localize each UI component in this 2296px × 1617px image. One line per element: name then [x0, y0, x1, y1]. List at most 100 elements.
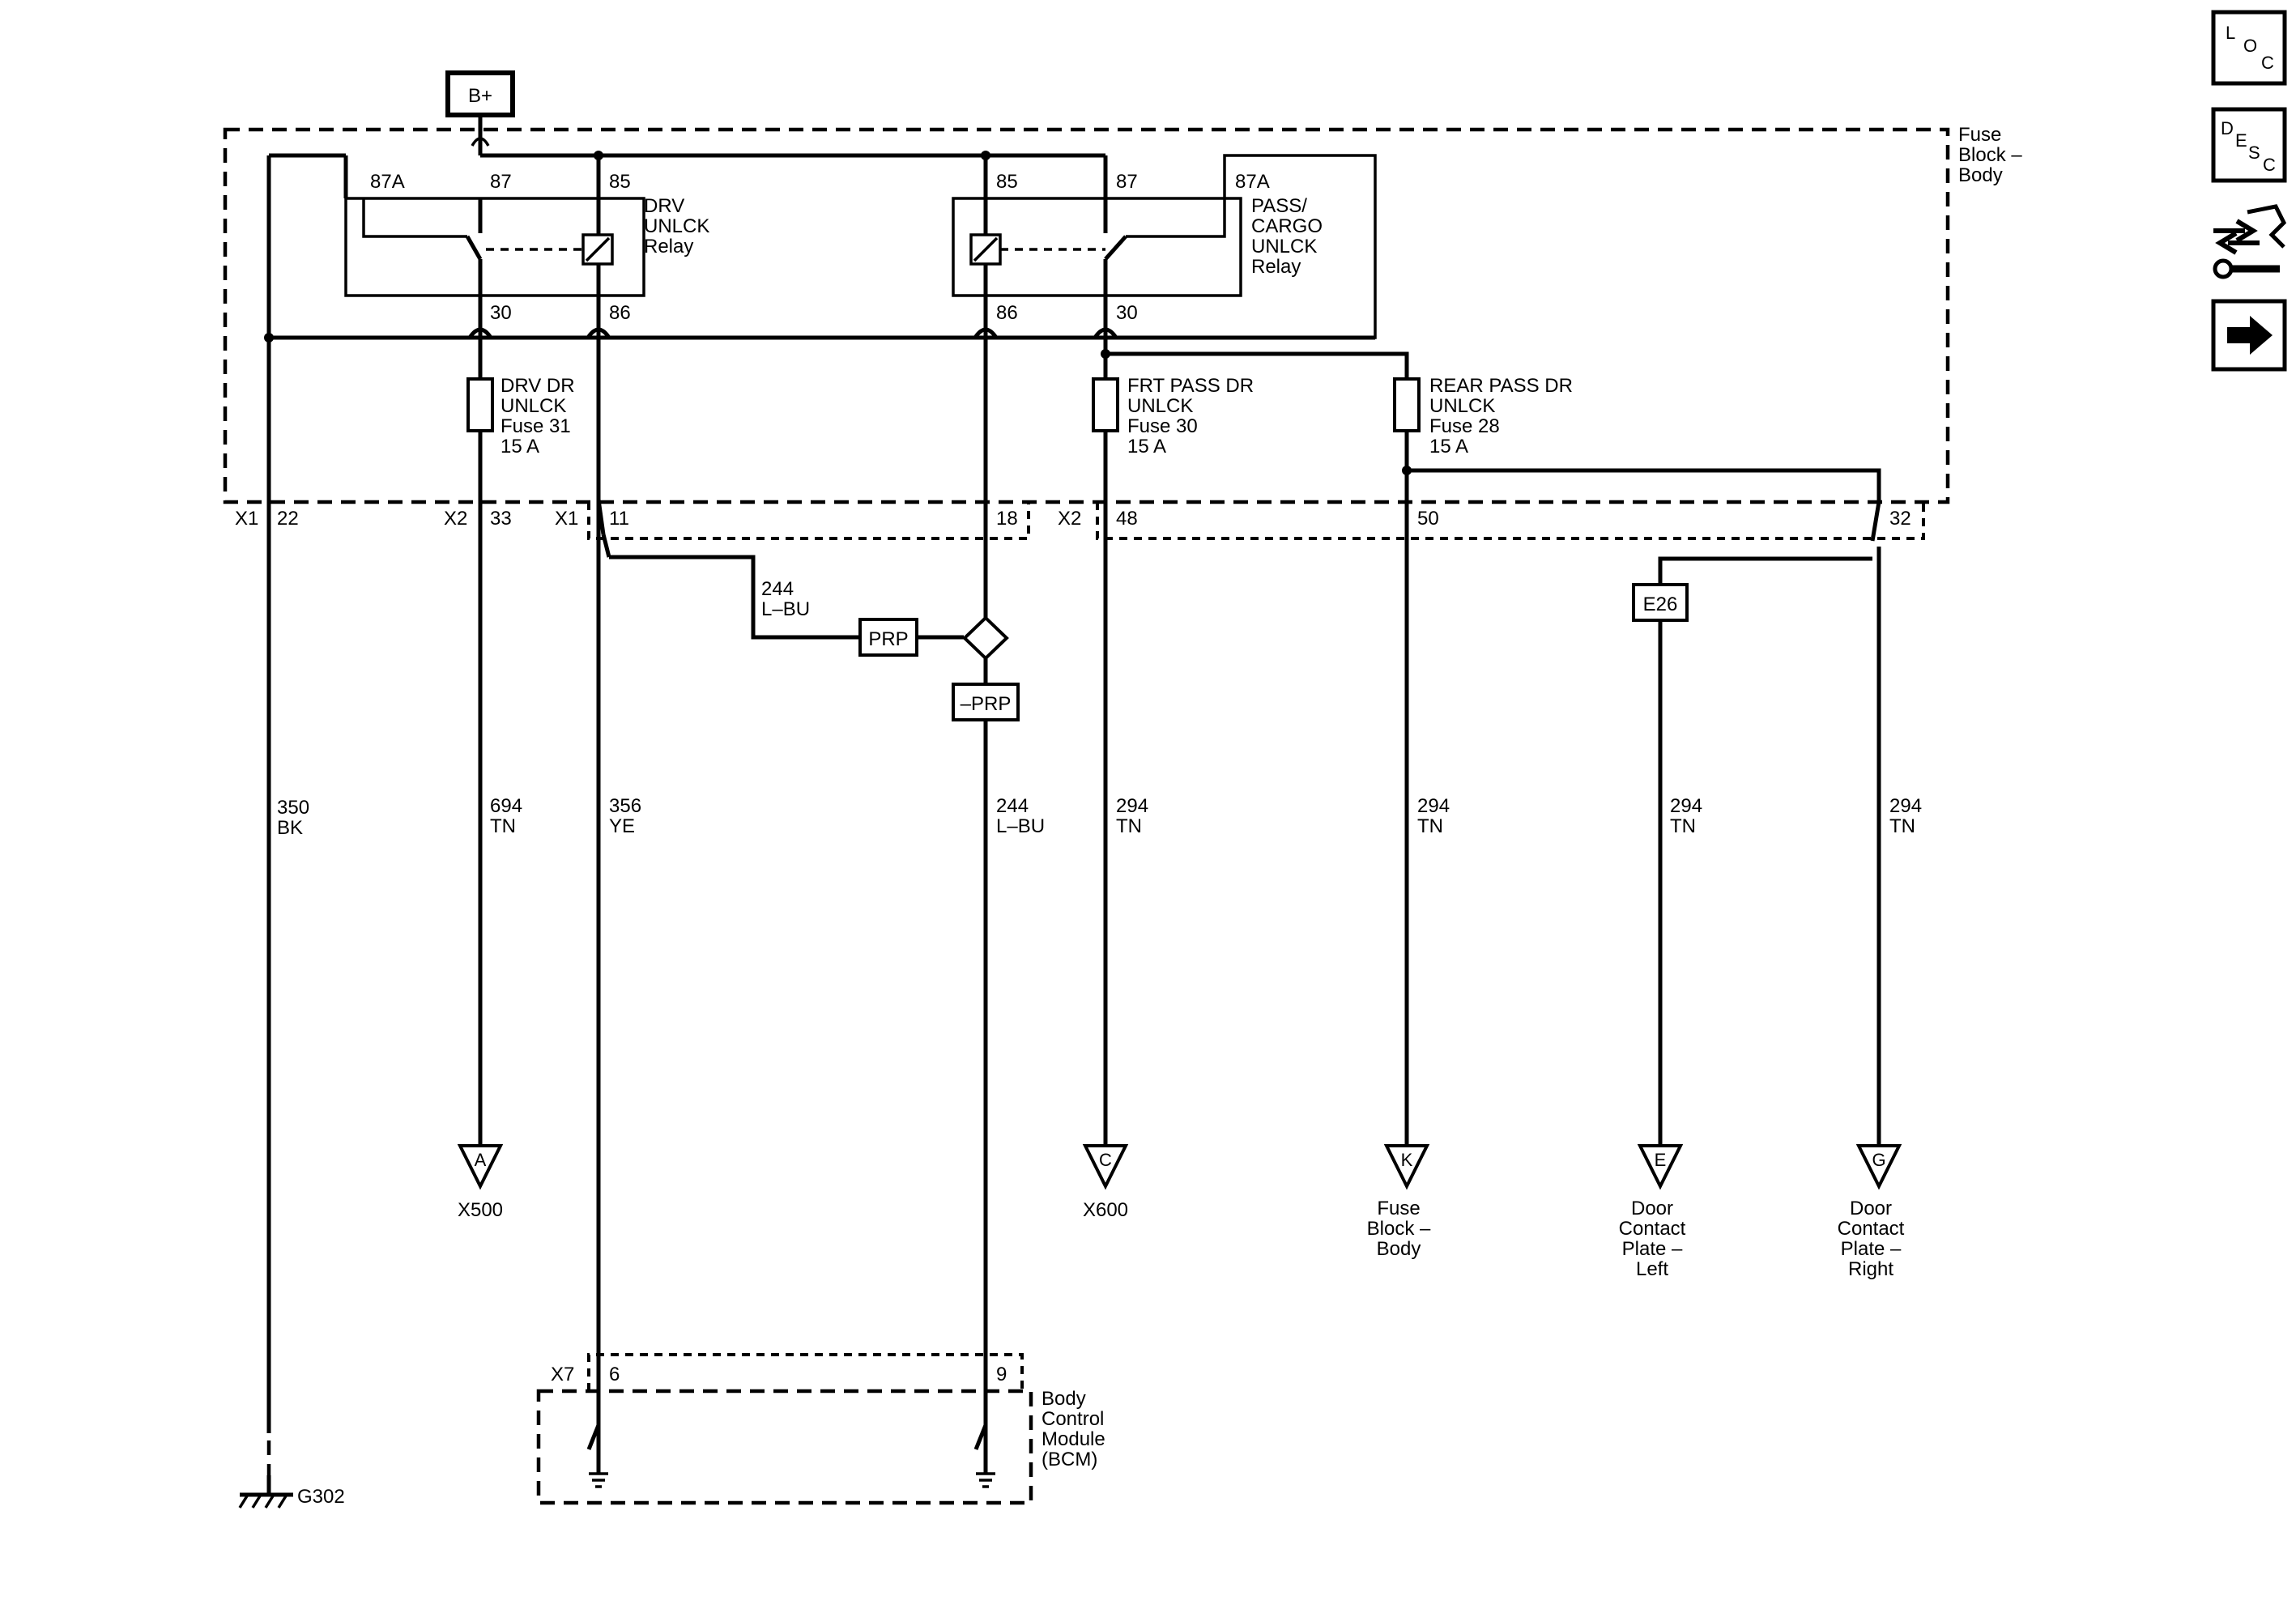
svg-text:694: 694 — [490, 795, 522, 817]
connector-repair-icon[interactable] — [2213, 204, 2287, 279]
svg-text:REAR PASS DR: REAR PASS DR — [1429, 375, 1573, 397]
svg-text:Fuse: Fuse — [1377, 1198, 1420, 1219]
svg-text:K: K — [1401, 1150, 1413, 1170]
prp-negative-box — [952, 683, 1020, 721]
svg-text:Right: Right — [1848, 1258, 1893, 1280]
connector-x1-strip — [587, 502, 1030, 540]
svg-text:Door: Door — [1631, 1198, 1673, 1219]
arrow-right-icon — [2227, 316, 2273, 355]
svg-text:Body: Body — [1377, 1238, 1421, 1260]
svg-text:G: G — [1872, 1150, 1885, 1170]
svg-text:Body: Body — [1042, 1388, 1086, 1410]
svg-text:11: 11 — [609, 508, 629, 530]
svg-text:87A: 87A — [1235, 171, 1270, 193]
svg-text:15 A: 15 A — [1429, 436, 1468, 457]
svg-text:33: 33 — [490, 508, 512, 530]
svg-text:E: E — [2235, 130, 2247, 151]
connector-labels: X1 22 X2 33 X1 11 18 X2 48 50 32 — [235, 508, 1911, 530]
terminal-g[interactable]: G Door Contact Plate – Right — [1838, 1144, 1905, 1280]
svg-text:Left: Left — [1636, 1258, 1668, 1280]
svg-text:TN: TN — [490, 815, 516, 837]
fuse-28-label: REAR PASS DR UNLCK Fuse 28 15 A — [1429, 375, 1573, 457]
svg-text:85: 85 — [609, 171, 631, 193]
fuse-28 — [1393, 377, 1421, 432]
fuse-30-label: FRT PASS DR UNLCK Fuse 30 15 A — [1127, 375, 1254, 457]
prp-splice-diamond — [962, 615, 1009, 661]
svg-text:X1: X1 — [235, 508, 258, 530]
fuse-block-body-outline — [223, 127, 1950, 504]
svg-text:C: C — [2261, 53, 2274, 73]
svg-text:9: 9 — [996, 1364, 1007, 1385]
svg-text:Plate –: Plate – — [1841, 1238, 1902, 1260]
svg-text:Fuse 30: Fuse 30 — [1127, 415, 1198, 437]
svg-text:Relay: Relay — [1251, 256, 1301, 278]
svg-text:294: 294 — [1889, 795, 1922, 817]
svg-text:87: 87 — [490, 171, 512, 193]
svg-text:87: 87 — [1116, 171, 1138, 193]
svg-text:30: 30 — [1116, 302, 1138, 324]
body-control-module: X7 6 9 Body Control Module (BCM) — [536, 1353, 1105, 1505]
svg-text:UNLCK: UNLCK — [1429, 395, 1495, 417]
svg-text:DRV DR: DRV DR — [501, 375, 575, 397]
svg-text:UNLCK: UNLCK — [1251, 236, 1317, 257]
svg-text:Plate –: Plate – — [1622, 1238, 1683, 1260]
svg-text:Fuse: Fuse — [1958, 124, 2001, 146]
svg-text:CARGO: CARGO — [1251, 215, 1323, 237]
svg-text:X2: X2 — [1058, 508, 1081, 530]
svg-text:X2: X2 — [444, 508, 467, 530]
svg-text:A: A — [475, 1150, 487, 1170]
next-page-button[interactable] — [2211, 299, 2287, 372]
location-button[interactable]: L O C — [2211, 10, 2287, 86]
svg-text:E: E — [1655, 1150, 1667, 1170]
svg-text:Relay: Relay — [644, 236, 693, 257]
prp-negative-label: –PRP — [961, 693, 1012, 715]
description-button[interactable]: D E S C — [2211, 107, 2287, 183]
splice-e26-label: E26 — [1643, 594, 1678, 615]
svg-text:Block –: Block – — [1958, 144, 2022, 166]
svg-text:Contact: Contact — [1619, 1218, 1686, 1240]
svg-text:18: 18 — [996, 508, 1018, 530]
svg-text:Door: Door — [1850, 1198, 1892, 1219]
svg-text:S: S — [2248, 143, 2260, 163]
svg-text:Module: Module — [1042, 1428, 1105, 1450]
svg-text:Fuse 28: Fuse 28 — [1429, 415, 1500, 437]
svg-text:294: 294 — [1116, 795, 1148, 817]
terminal-e[interactable]: E Door Contact Plate – Left — [1619, 1144, 1686, 1280]
svg-text:DRV: DRV — [644, 195, 684, 217]
svg-text:244: 244 — [996, 795, 1029, 817]
svg-text:D: D — [2221, 118, 2234, 138]
svg-text:15 A: 15 A — [1127, 436, 1166, 457]
svg-text:50: 50 — [1417, 508, 1439, 530]
svg-text:85: 85 — [996, 171, 1018, 193]
power-label: B+ — [468, 85, 492, 107]
svg-text:350: 350 — [277, 797, 309, 819]
svg-text:22: 22 — [277, 508, 299, 530]
svg-text:FRT PASS DR: FRT PASS DR — [1127, 375, 1254, 397]
terminal-c[interactable]: C X600 — [1082, 1144, 1129, 1221]
svg-text:X500: X500 — [458, 1199, 503, 1221]
svg-text:Control: Control — [1042, 1408, 1104, 1430]
svg-text:(BCM): (BCM) — [1042, 1449, 1097, 1470]
svg-text:244: 244 — [761, 578, 794, 600]
svg-text:X7: X7 — [551, 1364, 574, 1385]
svg-text:UNLCK: UNLCK — [501, 395, 566, 417]
svg-text:C: C — [1099, 1150, 1112, 1170]
svg-text:Contact: Contact — [1838, 1218, 1905, 1240]
svg-text:TN: TN — [1417, 815, 1443, 837]
svg-text:X1: X1 — [555, 508, 578, 530]
prp-label: PRP — [868, 628, 908, 650]
svg-text:87A: 87A — [370, 171, 405, 193]
svg-text:86: 86 — [609, 302, 631, 324]
svg-text:L–BU: L–BU — [996, 815, 1045, 837]
fuse-31 — [466, 377, 494, 432]
svg-text:PASS/: PASS/ — [1251, 195, 1307, 217]
svg-text:Body: Body — [1958, 164, 2003, 186]
svg-text:30: 30 — [490, 302, 512, 324]
ground-g302: G302 — [238, 1475, 345, 1508]
terminal-k[interactable]: K Fuse Block – Body — [1367, 1144, 1431, 1260]
fuse-31-label: DRV DR UNLCK Fuse 31 15 A — [501, 375, 575, 457]
svg-text:294: 294 — [1417, 795, 1450, 817]
drv-unlck-relay: 87A 87 85 30 86 DRV UNLCK Relay — [269, 153, 709, 324]
terminal-a[interactable]: A X500 — [457, 1144, 504, 1221]
fuse-block-body-label: Fuse Block – Body — [1958, 124, 2022, 186]
